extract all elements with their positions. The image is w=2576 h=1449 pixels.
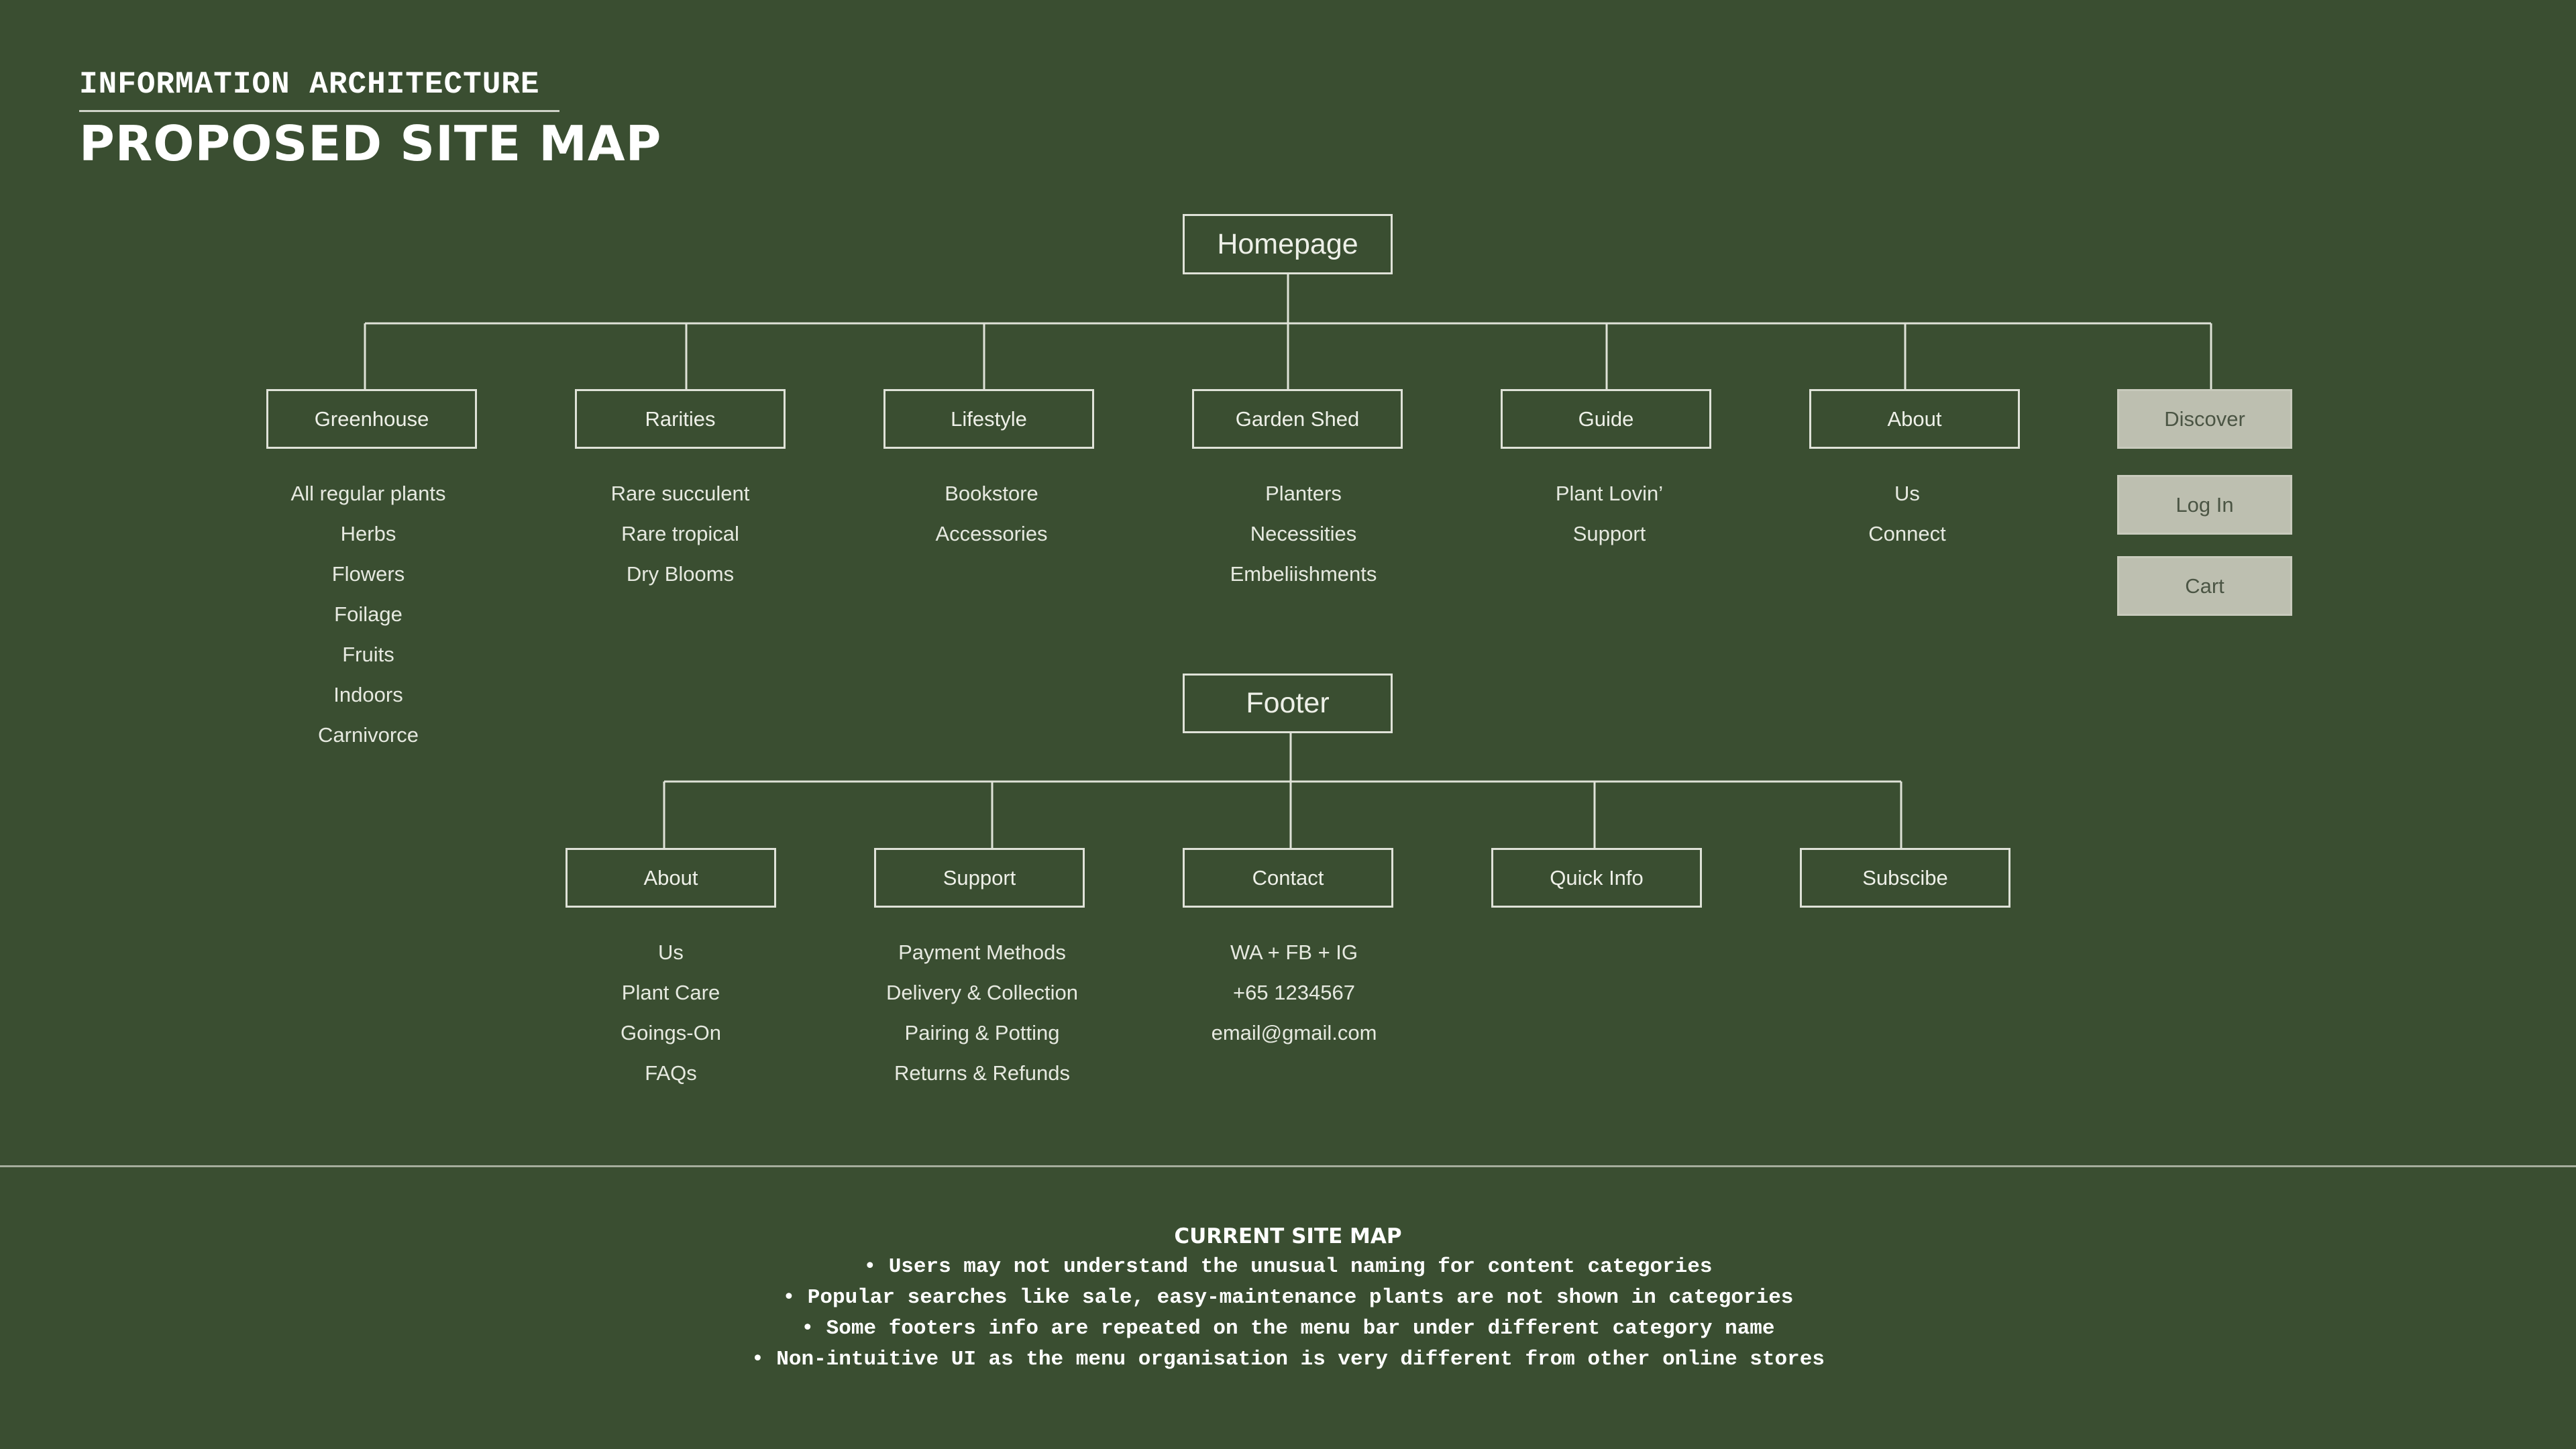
list-item: +65 1234567 <box>1233 981 1355 1004</box>
footer-support-items: Payment Methods Delivery & Collection Pa… <box>886 932 1078 1093</box>
rarities-items: Rare succulent Rare tropical Dry Blooms <box>611 474 750 594</box>
list-item: All regular plants <box>290 482 446 505</box>
list-item: Rare tropical <box>621 522 739 545</box>
category-lifestyle: Lifestyle <box>883 389 1094 449</box>
footer-category-contact: Contact <box>1183 848 1393 908</box>
footer-node: Footer <box>1183 674 1393 733</box>
list-item: Returns & Refunds <box>894 1061 1070 1085</box>
guide-items: Plant Lovin’ Support <box>1556 474 1663 554</box>
list-item: email@gmail.com <box>1211 1021 1377 1044</box>
footer-about-items: Us Plant Care Goings-On FAQs <box>621 932 721 1093</box>
footer-contact-items: WA + FB + IG +65 1234567 email@gmail.com <box>1212 932 1377 1053</box>
list-item: Rare succulent <box>610 482 750 505</box>
footer-category-support: Support <box>874 848 1085 908</box>
list-item: WA + FB + IG <box>1230 941 1358 964</box>
note-item: • Some footers info are repeated on the … <box>801 1317 1775 1340</box>
note-item: • Users may not understand the unusual n… <box>863 1255 1713 1279</box>
category-rarities: Rarities <box>575 389 786 449</box>
list-item: Foilage <box>334 602 402 626</box>
list-item: Goings-On <box>621 1021 721 1044</box>
utility-discover: Discover <box>2117 389 2292 449</box>
current-site-map-notes: • Users may not understand the unusual n… <box>0 1252 2576 1375</box>
list-item: Delivery & Collection <box>886 981 1078 1004</box>
list-item: Fruits <box>342 643 394 666</box>
footer-category-subscribe: Subscibe <box>1800 848 2010 908</box>
category-greenhouse: Greenhouse <box>266 389 477 449</box>
category-guide: Guide <box>1501 389 1711 449</box>
list-item: Indoors <box>333 683 403 706</box>
list-item: Us <box>658 941 684 964</box>
eyebrow-underline <box>79 110 559 112</box>
page-title: PROPOSED SITE MAP <box>79 115 662 172</box>
list-item: FAQs <box>645 1061 697 1085</box>
list-item: Support <box>1572 522 1646 545</box>
note-item: • Non-intuitive UI as the menu organisat… <box>751 1348 1825 1371</box>
section-eyebrow: INFORMATION ARCHITECTURE <box>79 67 540 102</box>
lifestyle-items: Bookstore Accessories <box>935 474 1047 554</box>
list-item: Herbs <box>340 522 396 545</box>
current-site-map-title: CURRENT SITE MAP <box>1174 1224 1402 1248</box>
utility-cart: Cart <box>2117 556 2292 616</box>
list-item: Plant Lovin’ <box>1555 482 1664 505</box>
list-item: Necessities <box>1250 522 1357 545</box>
list-item: Flowers <box>331 562 405 586</box>
section-divider <box>0 1165 2576 1167</box>
about-items: Us Connect <box>1868 474 1945 554</box>
list-item: Accessories <box>935 522 1048 545</box>
list-item: Dry Blooms <box>626 562 735 586</box>
footer-category-quick-info: Quick Info <box>1491 848 1702 908</box>
list-item: Plant Care <box>621 981 720 1004</box>
list-item: Bookstore <box>945 482 1038 505</box>
list-item: Connect <box>1868 522 1946 545</box>
category-about: About <box>1809 389 2020 449</box>
garden-shed-items: Planters Necessities Embeliishments <box>1230 474 1377 594</box>
greenhouse-items: All regular plants Herbs Flowers Foilage… <box>291 474 446 755</box>
note-item: • Popular searches like sale, easy-maint… <box>782 1286 1794 1309</box>
category-garden-shed: Garden Shed <box>1192 389 1403 449</box>
list-item: Carnivorce <box>318 723 419 747</box>
list-item: Payment Methods <box>898 941 1066 964</box>
utility-log-in: Log In <box>2117 475 2292 535</box>
list-item: Us <box>1894 482 1920 505</box>
list-item: Embeliishments <box>1230 562 1377 586</box>
footer-category-about: About <box>566 848 776 908</box>
homepage-node: Homepage <box>1183 214 1393 274</box>
list-item: Pairing & Potting <box>904 1021 1060 1044</box>
list-item: Planters <box>1265 482 1342 505</box>
